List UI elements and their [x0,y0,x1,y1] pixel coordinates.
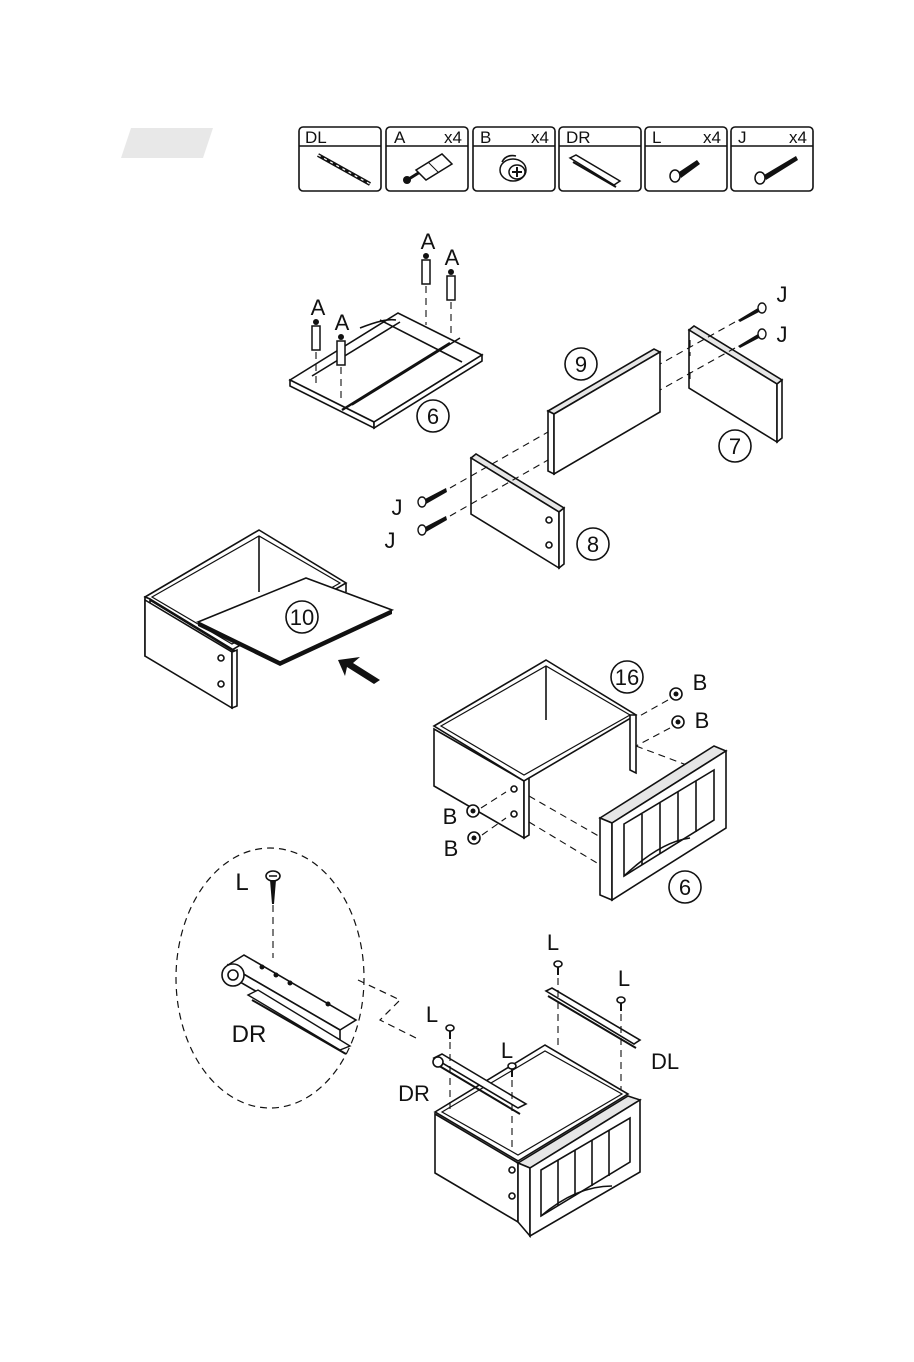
callout-l: L [618,966,630,991]
callout-a: A [421,229,436,254]
callout-b: B [443,804,458,829]
part-number-6: 6 [427,404,439,429]
short-screw-icon [266,871,280,958]
long-screw-icon [738,303,766,322]
part-6-bottom-panel: A A A A 6 [290,229,482,432]
step-tab [121,128,213,158]
hardware-qty: x4 [531,128,549,147]
hardware-cell-dr: DR [559,127,641,191]
long-screw-icon [738,329,766,348]
callout-l: L [547,930,559,955]
long-screw-icon [418,488,447,507]
long-screw-icon [418,516,447,535]
part-number-6: 6 [679,875,691,900]
callout-a: A [311,295,326,320]
short-screw-icon [617,997,625,1011]
insert-arrow-icon [338,657,380,684]
callout-j: J [385,528,396,553]
callout-dr: DR [232,1021,267,1048]
hardware-qty: x4 [444,128,462,147]
hardware-code: L [652,128,661,147]
part-6-drawer-front: 6 [600,746,726,903]
part-number-9: 9 [575,352,587,377]
callout-j: J [777,322,788,347]
cam-lock-icon [672,716,684,728]
hardware-qty: x4 [789,128,807,147]
callout-j: J [777,282,788,307]
callout-b: B [693,670,708,695]
hardware-code: DR [566,128,591,147]
callout-l: L [501,1038,513,1063]
short-screw-icon [554,961,562,975]
hardware-cell-a: A x4 [386,127,468,191]
callout-a: A [445,245,460,270]
detail-view-slide-rail: L DR [176,848,420,1108]
part-number-10: 10 [290,605,314,630]
cam-bolt-icon [422,253,430,325]
hardware-cell-b: B x4 [473,127,555,191]
hardware-code: J [738,128,747,147]
callout-l: L [426,1002,438,1027]
hardware-cell-dl: DL [299,127,381,191]
cam-lock-icon [468,832,480,844]
hardware-legend: DL A x4 B x4 [299,127,813,191]
hardware-cell-j: J x4 [731,127,813,191]
callout-a: A [335,310,350,335]
callout-j: J [392,495,403,520]
hardware-qty: x4 [703,128,721,147]
assembled-drawer-with-rails: L L L L DL DR [398,930,679,1236]
cam-lock-icon [467,805,479,817]
hardware-code: A [394,128,406,147]
callout-dr: DR [398,1081,430,1106]
hardware-code: DL [305,128,327,147]
hardware-cell-l: L x4 [645,127,727,191]
callout-b: B [444,836,459,861]
slide-rail-dl [546,988,640,1048]
short-screw-icon [446,1025,454,1039]
callout-b: B [695,708,710,733]
drawer-box-with-bottom-10: 10 [145,530,392,708]
part-number-7: 7 [729,434,741,459]
callout-l: L [235,869,248,896]
cam-bolt-icon [447,269,455,338]
part-number-16: 16 [615,665,639,690]
part-number-8: 8 [587,532,599,557]
part-9-back-panel: 9 [548,348,660,474]
cam-lock-icon [670,688,682,700]
part-7-side-panel: 7 J J [660,282,788,462]
callout-dl: DL [651,1049,679,1074]
hardware-code: B [480,128,491,147]
